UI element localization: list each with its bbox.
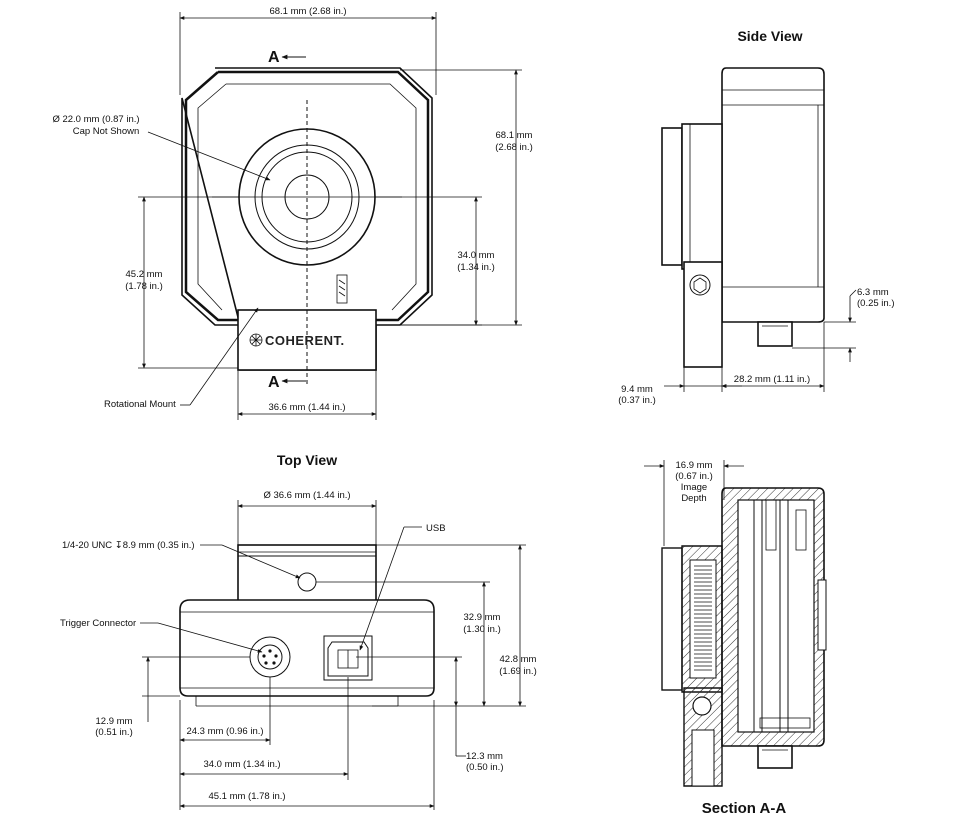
trigger-label: Trigger Connector <box>60 618 136 629</box>
top-view-title: Top View <box>277 452 337 468</box>
height-329-dim-2: (1.30 in.) <box>463 624 501 635</box>
thread-label: 1/4-20 UNC ↧8.9 mm (0.35 in.) <box>62 540 195 551</box>
aperture-dia-dim: Ø 22.0 mm (0.87 in.) <box>52 114 139 125</box>
connector-length-dim-2: (0.25 in.) <box>857 298 895 309</box>
top-mount-dia-dim: Ø 36.6 mm (1.44 in.) <box>263 490 350 501</box>
usb-height-dim-2: (0.50 in.) <box>466 762 504 773</box>
height-428-dim-2: (1.69 in.) <box>499 666 537 677</box>
front-width-dim: 68.1 mm (2.68 in.) <box>269 6 346 17</box>
coherent-logo-text: COHERENT. <box>265 333 345 348</box>
section-view: 16.9 mm (0.67 in.) Image Depth S <box>644 460 827 817</box>
side-view: Side View 6.3 mm (0.25 in.) 9.4 <box>618 28 894 406</box>
lens-thread <box>694 565 712 671</box>
trigger-x-dim: 24.3 mm (0.96 in.) <box>186 726 263 737</box>
usb-height-dim-1: 12.3 mm <box>466 751 503 762</box>
front-view: 68.1 mm (2.68 in.) A COHERENT. A Ø 22.0 <box>52 6 533 420</box>
usb-x-dim: 34.0 mm (1.34 in.) <box>203 759 280 770</box>
center-height-dim-2: (1.34 in.) <box>457 262 495 273</box>
trigger-height-dim-1: 12.9 mm <box>96 716 133 727</box>
side-depth-dim-1: 9.4 mm <box>621 384 653 395</box>
mount-width-dim: 36.6 mm (1.44 in.) <box>268 402 345 413</box>
image-depth-dim-2: (0.67 in.) <box>675 471 713 482</box>
side-view-title: Side View <box>737 28 802 44</box>
left-height-dim-1: 45.2 mm <box>126 269 163 280</box>
front-height-dim-2: (2.68 in.) <box>495 142 533 153</box>
front-height-dim-1: 68.1 mm <box>496 130 533 141</box>
height-428-dim-1: 42.8 mm <box>500 654 537 665</box>
side-depth-dim-2: (0.37 in.) <box>618 395 656 406</box>
trigger-height-dim-2: (0.51 in.) <box>95 727 133 738</box>
section-title: Section A-A <box>702 800 787 817</box>
image-depth-dim-1: 16.9 mm <box>676 460 713 471</box>
mount-label: Rotational Mount <box>104 399 176 410</box>
center-height-dim-1: 34.0 mm <box>458 250 495 261</box>
side-body-depth-dim: 28.2 mm (1.11 in.) <box>734 374 810 385</box>
section-marker-top: A <box>268 49 280 66</box>
top-view: Top View Ø 36.6 mm (1.44 in.) 1/4-20 UNC… <box>60 452 537 810</box>
total-width-dim: 45.1 mm (1.78 in.) <box>208 791 285 802</box>
image-depth-dim-4: Depth <box>681 493 706 504</box>
height-329-dim-1: 32.9 mm <box>464 612 501 623</box>
cap-note: Cap Not Shown <box>73 126 140 137</box>
left-height-dim-2: (1.78 in.) <box>125 281 163 292</box>
section-marker-bottom: A <box>268 374 280 391</box>
image-depth-dim-3: Image <box>681 482 707 493</box>
connector-length-dim-1: 6.3 mm <box>857 287 889 298</box>
usb-label: USB <box>426 523 446 534</box>
